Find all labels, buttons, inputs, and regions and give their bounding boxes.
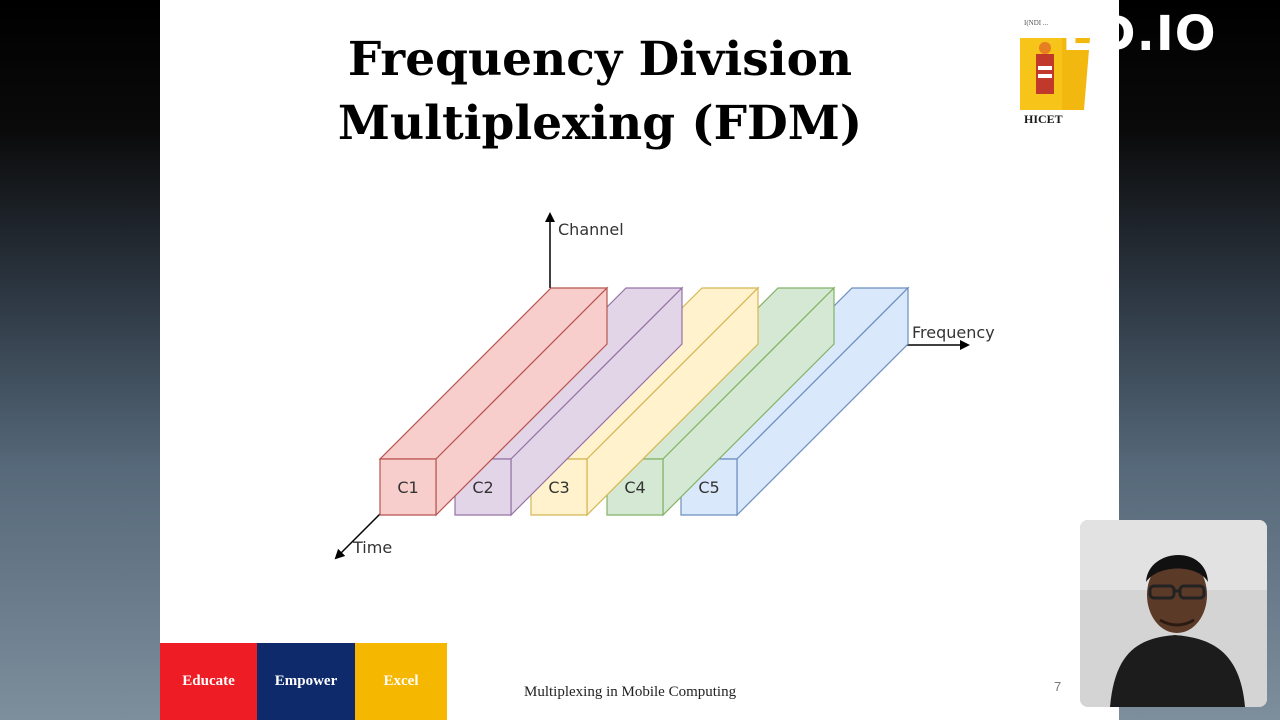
watermark: ED.IO <box>1062 6 1217 62</box>
time-axis <box>334 513 381 560</box>
page-number: 7 <box>1054 679 1062 694</box>
title-line-1: Frequency Division <box>347 32 853 87</box>
footer-band: Educate Empower Excel <box>160 643 447 720</box>
svg-text:I(NDI ...: I(NDI ... <box>1024 19 1048 27</box>
time-axis-label: Time <box>352 538 392 557</box>
channel-axis-label: Channel <box>558 220 624 239</box>
channel-c1: C1 <box>378 286 609 517</box>
channel-boxes: C5 C4 C3 C2 C1 <box>378 286 910 517</box>
slide-title: Frequency Division Multiplexing (FDM) <box>300 28 900 156</box>
channel-label: C2 <box>472 478 493 497</box>
channel-label: C4 <box>624 478 645 497</box>
slide: Frequency Division Multiplexing (FDM) I(… <box>160 0 1119 720</box>
channel-label: C1 <box>397 478 418 497</box>
channel-label: C5 <box>698 478 719 497</box>
presenter-webcam <box>1080 520 1267 707</box>
footer-title: Multiplexing in Mobile Computing <box>524 684 737 700</box>
channel-label: C3 <box>548 478 569 497</box>
logo-text: HICET <box>1024 112 1063 126</box>
band-empower: Empower <box>257 643 355 720</box>
band-excel: Excel <box>355 643 447 720</box>
band-educate: Educate <box>160 643 257 720</box>
college-logo: I(NDI ... HICET <box>1018 16 1098 126</box>
frequency-axis-label: Frequency <box>912 323 995 342</box>
fdm-diagram: Channel Frequency Time C5 C4 C3 C2 C1 <box>334 212 995 560</box>
title-line-2: Multiplexing (FDM) <box>337 96 863 151</box>
